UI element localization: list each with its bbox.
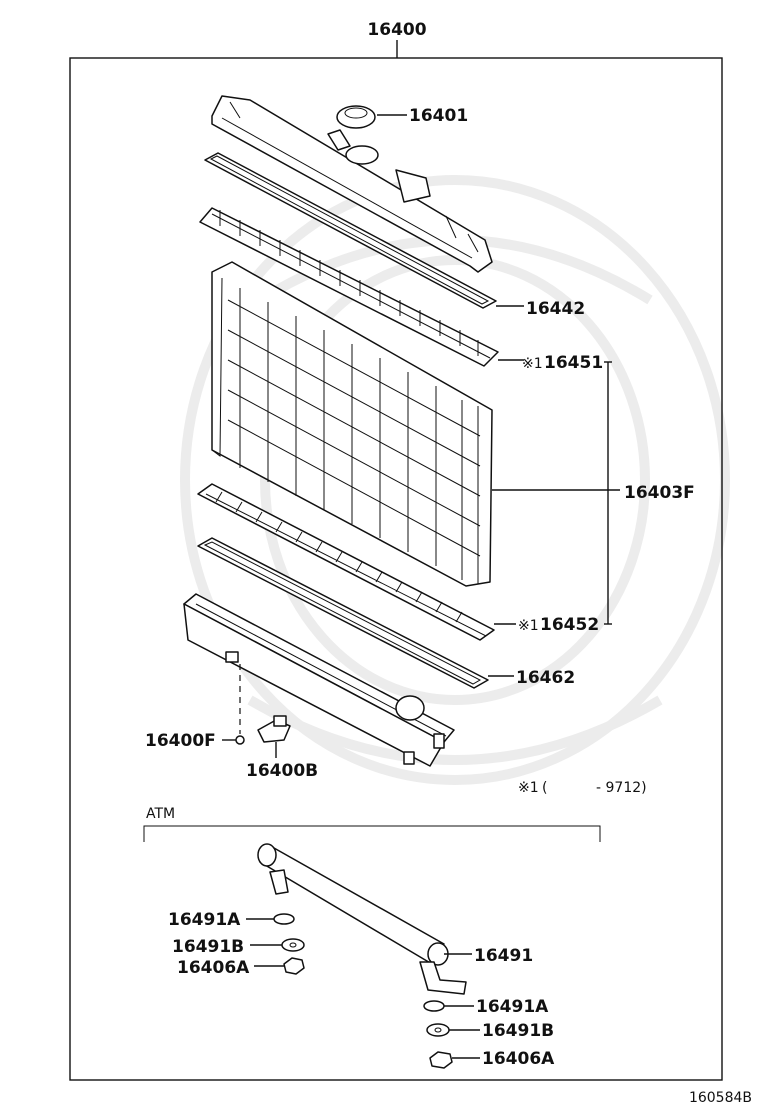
callout-lower-plate: 16452	[540, 615, 599, 635]
diagram-code: 160584B	[689, 1090, 752, 1106]
callout-washer-a-right: 16491A	[476, 997, 549, 1017]
lower-tank	[183, 593, 455, 767]
upper-gasket-inner	[209, 155, 490, 305]
note-mark-footnote: ※1	[518, 780, 539, 796]
note-mark-upper-plate: ※1	[522, 356, 543, 372]
lower-gasket-inner	[203, 541, 482, 685]
callout-upper-gasket: 16442	[526, 299, 585, 319]
callout-drain-packing: 16400F	[145, 731, 216, 751]
washer-b-left	[281, 938, 305, 952]
washer-b-right	[426, 1023, 450, 1037]
assembly-number-label: 16400	[367, 20, 426, 40]
note-range-open: (	[542, 780, 547, 796]
oil-cooler	[257, 843, 467, 995]
callout-cap: 16401	[409, 106, 468, 126]
washer-a-left	[273, 913, 295, 925]
callout-nut-right: 16406A	[482, 1049, 555, 1069]
radiator-cap	[336, 105, 376, 129]
callout-core: 16403F	[624, 483, 695, 503]
assembly-frame	[69, 57, 723, 1081]
lower-gasket	[197, 537, 489, 689]
callout-cooler: 16491	[474, 946, 533, 966]
section-label-atm: ATM	[146, 806, 175, 822]
washer-b-left-hole	[289, 942, 297, 948]
radiator-core	[211, 261, 493, 587]
nut-right	[429, 1051, 453, 1069]
washer-a-right	[423, 1000, 445, 1012]
callout-drain-cock: 16400B	[246, 761, 318, 781]
upper-gasket	[204, 152, 497, 309]
drain-packing	[235, 735, 245, 745]
lower-core-plate	[197, 483, 495, 641]
atm-section-bracket	[143, 825, 601, 842]
washer-b-right-hole	[434, 1027, 442, 1033]
drain-cock	[257, 715, 291, 743]
callout-washer-b-right: 16491B	[482, 1021, 554, 1041]
upper-core-plate	[199, 207, 499, 367]
callout-nut-left: 16406A	[177, 958, 250, 978]
callout-lower-gasket: 16462	[516, 668, 575, 688]
callout-washer-a-left: 16491A	[168, 910, 241, 930]
nut-left	[283, 957, 305, 975]
note-range-end: - 9712)	[596, 780, 647, 796]
callout-washer-b-left: 16491B	[172, 937, 244, 957]
callout-upper-plate: 16451	[544, 353, 603, 373]
upper-tank	[211, 95, 493, 273]
note-mark-lower-plate: ※1	[518, 618, 539, 634]
